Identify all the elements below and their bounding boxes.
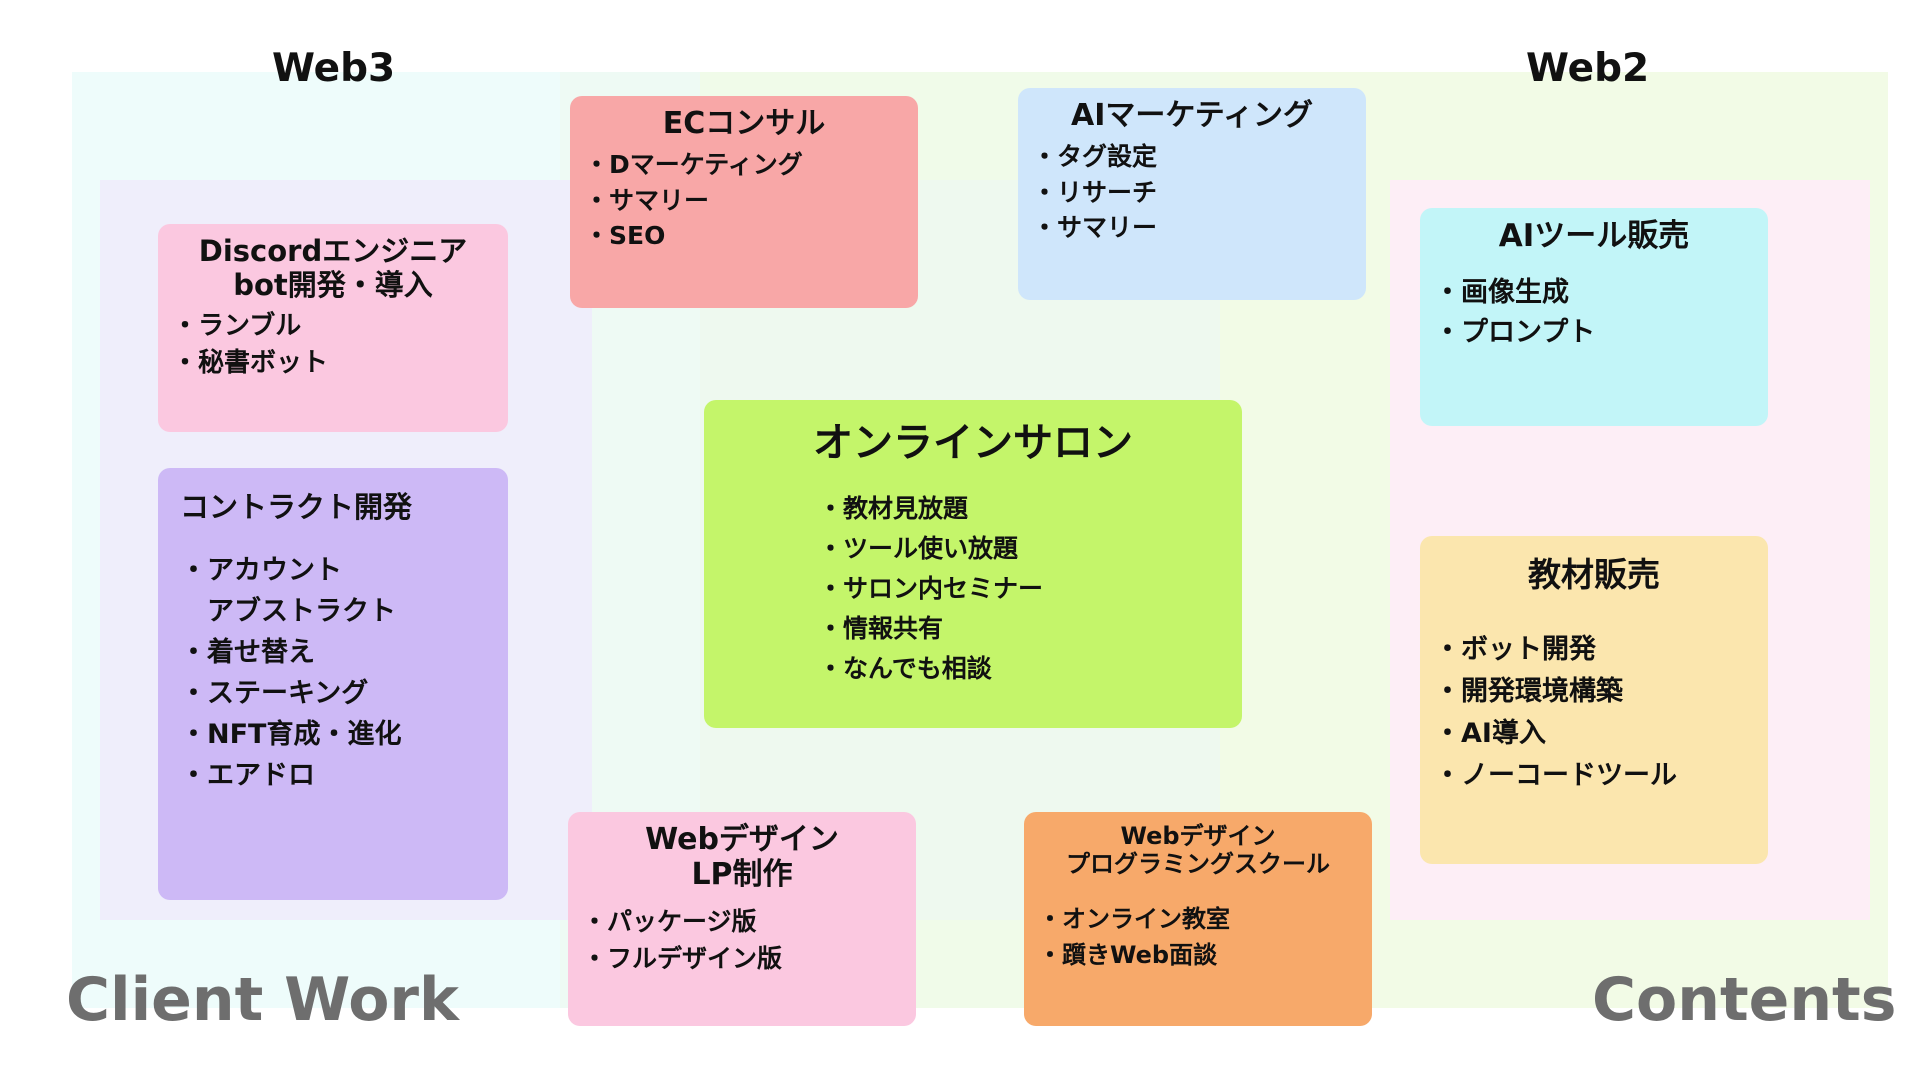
card-bullet-list: 画像生成プロンプト <box>1434 273 1754 354</box>
card-title: Discordエンジニア bot開発・導入 <box>198 234 468 303</box>
card-title: Webデザイン LP制作 <box>645 822 839 893</box>
card-title: オンラインサロン <box>813 420 1133 466</box>
card-web-design-lp[interactable]: Webデザイン LP制作 パッケージ版フルデザイン版 <box>568 812 916 1026</box>
card-bullet-item: 秘書ボット <box>172 345 494 382</box>
card-bullet-item: フルデザイン版 <box>582 940 902 978</box>
card-bullet-item: サマリー <box>584 183 904 219</box>
card-title: 教材販売 <box>1528 555 1660 594</box>
card-bullet-item: AI導入 <box>1434 713 1754 755</box>
card-bullet-list: DマーケティングサマリーSEO <box>584 147 904 254</box>
card-bullet-item: リサーチ <box>1032 175 1352 211</box>
card-title: AIツール販売 <box>1498 218 1690 254</box>
card-bullet-item: 着せ替え <box>180 632 494 673</box>
card-ec-consulting[interactable]: ECコンサル DマーケティングサマリーSEO <box>570 96 918 308</box>
card-title: Webデザイン プログラミングスクール <box>1066 822 1330 879</box>
quadrant-label-web2: Web2 <box>1526 46 1650 91</box>
card-bullet-list: パッケージ版フルデザイン版 <box>582 903 902 978</box>
card-bullet-item: プロンプト <box>1434 313 1754 354</box>
card-ai-tool-sales[interactable]: AIツール販売 画像生成プロンプト <box>1420 208 1768 426</box>
card-bullet-item: Dマーケティング <box>584 147 904 183</box>
card-bullet-item: ノーコードツール <box>1434 755 1754 797</box>
card-discord-engineer[interactable]: Discordエンジニア bot開発・導入 ランブル秘書ボット <box>158 224 508 432</box>
card-bullet-list: アカウントアブストラクト着せ替えステーキングNFT育成・進化エアドロ <box>172 550 494 796</box>
card-online-salon[interactable]: オンラインサロン 教材見放題ツール使い放題サロン内セミナー情報共有なんでも相談 <box>704 400 1242 728</box>
quadrant-label-client-work: Client Work <box>66 965 459 1035</box>
card-bullet-item: なんでも相談 <box>818 649 1228 689</box>
card-bullet-item: アカウント <box>180 550 494 591</box>
card-bullet-item: ステーキング <box>180 673 494 714</box>
card-programming-school[interactable]: Webデザイン プログラミングスクール オンライン教室躓きWeb面談 <box>1024 812 1372 1026</box>
card-bullet-item: ランブル <box>172 308 494 345</box>
card-bullet-item: エアドロ <box>180 755 494 796</box>
quadrant-label-web3: Web3 <box>272 46 396 91</box>
card-bullet-item: オンライン教室 <box>1038 901 1358 937</box>
quadrant-label-contents: Contents <box>1592 965 1897 1035</box>
card-bullet-list: ボット開発開発環境構築AI導入ノーコードツール <box>1434 629 1754 797</box>
card-title: ECコンサル <box>662 106 826 141</box>
card-bullet-item: NFT育成・進化 <box>180 714 494 755</box>
card-bullet-list: タグ設定リサーチサマリー <box>1032 139 1352 246</box>
card-bullet-item: パッケージ版 <box>582 903 902 941</box>
card-bullet-item: サマリー <box>1032 210 1352 246</box>
card-bullet-item: サロン内セミナー <box>818 569 1228 609</box>
card-bullet-item: ツール使い放題 <box>818 529 1228 569</box>
card-bullet-list: 教材見放題ツール使い放題サロン内セミナー情報共有なんでも相談 <box>718 489 1228 689</box>
card-bullet-item: 情報共有 <box>818 609 1228 649</box>
card-title: AIマーケティング <box>1071 98 1313 133</box>
card-teaching-materials-sales[interactable]: 教材販売 ボット開発開発環境構築AI導入ノーコードツール <box>1420 536 1768 864</box>
card-bullet-list: ランブル秘書ボット <box>172 308 494 382</box>
card-bullet-item: 開発環境構築 <box>1434 671 1754 713</box>
card-contract-development[interactable]: コントラクト開発 アカウントアブストラクト着せ替えステーキングNFT育成・進化エ… <box>158 468 508 900</box>
card-bullet-item-continuation: アブストラクト <box>207 596 396 628</box>
card-bullet-item: SEO <box>584 218 904 254</box>
card-bullet-item: 教材見放題 <box>818 489 1228 529</box>
card-bullet-item: ボット開発 <box>1434 629 1754 671</box>
card-bullet-item: タグ設定 <box>1032 139 1352 175</box>
card-ai-marketing[interactable]: AIマーケティング タグ設定リサーチサマリー <box>1018 88 1366 300</box>
card-bullet-item: 画像生成 <box>1434 273 1754 314</box>
card-bullet-item: 躓きWeb面談 <box>1038 937 1358 973</box>
card-bullet-list: オンライン教室躓きWeb面談 <box>1038 901 1358 973</box>
card-title: コントラクト開発 <box>180 490 413 524</box>
